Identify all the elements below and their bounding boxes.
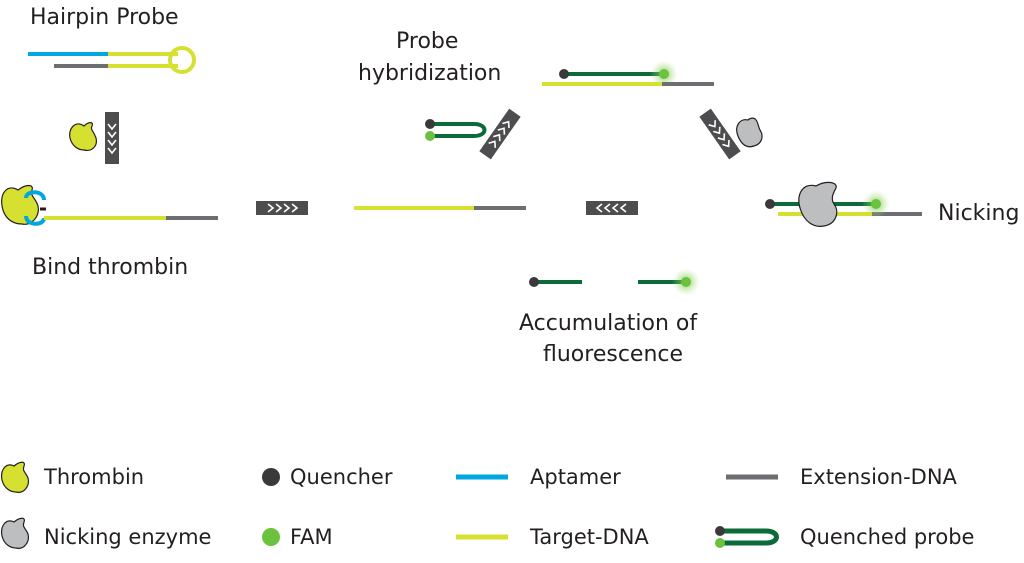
label-bind-thrombin: Bind thrombin <box>32 255 188 280</box>
quencher-dot <box>765 199 775 209</box>
fam-icon <box>262 528 280 546</box>
label-hairpin-probe: Hairpin Probe <box>30 5 179 30</box>
legend-extension-dna: Extension-DNA <box>800 465 958 489</box>
label-hybridization: hybridization <box>358 61 501 86</box>
arrow-down-right <box>698 107 742 161</box>
legend-nicking-enzyme: Nicking enzyme <box>44 525 211 549</box>
legend-fam: FAM <box>290 525 333 549</box>
legend-target-dna: Target-DNA <box>529 525 649 549</box>
arrow-up-right <box>478 107 522 161</box>
thrombin-icon <box>1 461 29 493</box>
quencher-dot <box>715 526 725 536</box>
label-probe: Probe <box>396 29 458 54</box>
hairpin-probe <box>28 46 196 74</box>
aptamer-strand <box>24 190 46 226</box>
legend-quencher: Quencher <box>290 465 393 489</box>
cleaved-fragments <box>529 268 700 296</box>
quenched-probe-icon <box>715 526 779 548</box>
label-nicking: Nicking <box>938 201 1019 226</box>
fam-dot <box>425 131 435 141</box>
arrow-down <box>104 111 120 165</box>
probe-strand <box>720 528 779 546</box>
nicking-enzyme-icon <box>736 117 763 148</box>
quenched-probe-hairpin <box>425 119 487 141</box>
arrow-left <box>585 200 639 216</box>
fam-dot <box>659 69 669 79</box>
nicking-enzyme-icon <box>1 517 29 549</box>
legend-quenched-probe: Quenched probe <box>800 525 974 549</box>
nicking-enzyme-icon <box>798 181 838 227</box>
fam-dot <box>715 538 725 548</box>
quencher-icon <box>262 468 280 486</box>
probe-strand <box>430 122 487 138</box>
legend: Thrombin Quencher Aptamer Extension-DNA … <box>1 461 974 549</box>
nicking-complex <box>765 181 922 227</box>
hybridized-duplex <box>542 60 714 88</box>
arrow-right-1 <box>255 200 309 216</box>
fam-dot <box>681 277 691 287</box>
label-fluorescence: fluorescence <box>543 342 683 367</box>
quencher-dot <box>559 69 569 79</box>
quencher-dot <box>425 119 435 129</box>
thrombin-icon <box>69 122 97 151</box>
fam-dot <box>871 199 881 209</box>
label-accumulation: Accumulation of <box>519 311 698 336</box>
legend-thrombin: Thrombin <box>43 465 144 489</box>
legend-aptamer: Aptamer <box>530 465 621 489</box>
hairpin-loop <box>168 46 196 74</box>
quencher-dot <box>529 277 539 287</box>
bound-thrombin-complex <box>1 184 218 226</box>
